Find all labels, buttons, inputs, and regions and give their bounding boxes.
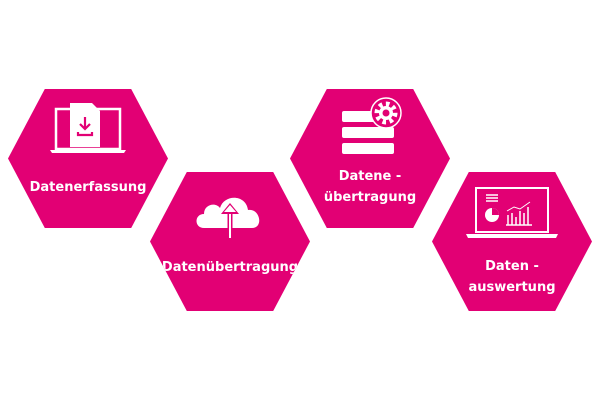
hex-label-line-1: Daten - xyxy=(485,259,539,274)
database-gear-icon xyxy=(290,97,450,157)
hex-datene-uebertragung: Datene - übertragung xyxy=(290,89,450,228)
cloud-upload-icon xyxy=(150,186,310,242)
hex-label: Datenerfassung xyxy=(29,180,147,195)
laptop-download-icon xyxy=(8,101,168,157)
hex-label-line-2: auswertung xyxy=(468,280,556,295)
hex-label: Datenübertragung xyxy=(161,260,299,275)
laptop-analytics-icon xyxy=(432,185,592,241)
hex-daten-auswertung: Daten - auswertung xyxy=(432,172,592,311)
hex-label-line-1: Datene - xyxy=(338,169,402,184)
hex-label-line-2: übertragung xyxy=(323,190,417,205)
hex-datenerfassung: Datenerfassung xyxy=(8,89,168,228)
hex-datenuebertragung: Datenübertragung xyxy=(150,172,310,311)
